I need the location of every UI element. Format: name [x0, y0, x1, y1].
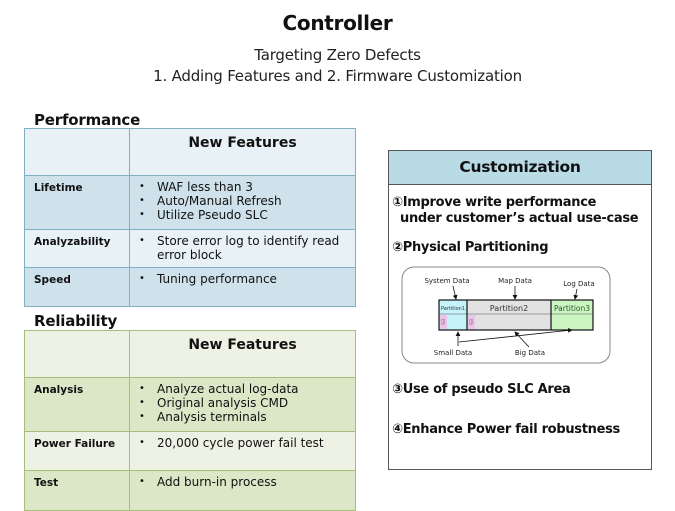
es-tag-text: ES [440, 319, 446, 325]
table-row: Power Failure • 20,000 cycle power fail t… [24, 431, 356, 471]
partition-diagram: ES ES Partition1 Partition2 Partition3 S… [401, 266, 639, 366]
partition-diagram-svg: ES ES Partition1 Partition2 Partition3 S… [401, 266, 611, 364]
customization-title: Customization [389, 151, 651, 185]
partition-2-block [467, 300, 551, 330]
row-label: Power Failure [24, 431, 130, 471]
header-empty-cell [24, 128, 130, 176]
feature-text: Original analysis CMD [157, 396, 289, 410]
feature-item: • Analyze actual log-data [138, 382, 351, 396]
row-label: Test [24, 470, 130, 511]
row-features: • 20,000 cycle power fail test [129, 431, 356, 471]
subtitle-topics: 1. Adding Features and 2. Firmware Custo… [153, 67, 522, 85]
feature-item: • Tuning performance [138, 272, 351, 286]
number-4-icon: ④ [392, 422, 403, 437]
table-header-row: New Features [24, 330, 356, 378]
bullet-icon: • [139, 209, 145, 220]
feature-text: Utilize Pseudo SLC [157, 208, 268, 222]
customization-item-1: ①Improve write performance under custome… [392, 195, 639, 227]
partition-outline [438, 299, 594, 331]
performance-table: New Features Lifetime • WAF less than 3 •… [24, 128, 356, 307]
feature-text: Auto/Manual Refresh [157, 194, 282, 208]
feature-text: Store error log to identify read error b… [157, 234, 340, 262]
reliability-table: New Features Analysis • Analyze actual lo… [24, 330, 356, 511]
feature-item: • WAF less than 3 [138, 180, 351, 194]
row-label: Speed [24, 267, 130, 307]
bullet-icon: • [139, 397, 145, 408]
customization-item-2: ②Physical Partitioning [392, 240, 549, 256]
item-text: Physical Partitioning [402, 240, 549, 255]
bullet-icon: • [139, 235, 145, 246]
partition-2-label: Partition2 [490, 304, 528, 313]
row-label: Lifetime [24, 175, 130, 230]
row-features: • WAF less than 3 • Auto/Manual Refresh • U… [129, 175, 356, 230]
reliability-heading: Reliability [34, 312, 118, 330]
column-header: New Features [129, 330, 356, 378]
number-2-icon: ② [392, 240, 403, 255]
row-label: Analyzability [24, 229, 130, 268]
feature-text: WAF less than 3 [157, 180, 253, 194]
row-features: • Analyze actual log-data • Original analy… [129, 377, 356, 432]
feature-text: Analysis terminals [157, 410, 267, 424]
page-title: Controller [282, 11, 393, 35]
es-tag-text: ES [468, 319, 474, 325]
row-features: • Store error log to identify read error … [129, 229, 356, 268]
arrow-icon [452, 285, 458, 300]
header-empty-cell [24, 330, 130, 378]
row-label: Analysis [24, 377, 130, 432]
customization-item-4: ④Enhance Power fail robustness [392, 422, 620, 438]
customization-item-3: ③Use of pseudo SLC Area [392, 382, 571, 398]
feature-item: • Original analysis CMD [138, 396, 351, 410]
item-text: Use of pseudo SLC Area [402, 382, 571, 397]
number-3-icon: ③ [392, 382, 403, 397]
bullet-icon: • [139, 195, 145, 206]
feature-text: Add burn-in process [157, 475, 277, 489]
bullet-icon: • [139, 383, 145, 394]
feature-text: Tuning performance [157, 272, 277, 286]
partition-1-label: Partition1 [441, 306, 465, 312]
system-data-label: System Data [424, 277, 469, 285]
bullet-icon: • [139, 181, 145, 192]
bullet-icon: • [139, 476, 145, 487]
arrow-icon [573, 288, 579, 300]
feature-item: • Store error log to identify read error … [138, 234, 351, 262]
number-1-icon: ① [392, 195, 403, 210]
small-data-label: Small Data [434, 349, 472, 357]
feature-text: 20,000 cycle power fail test [157, 436, 324, 450]
customization-panel: Customization ①Improve write performance… [388, 150, 652, 470]
item-text: Improve write performance [402, 195, 597, 210]
big-data-label: Big Data [515, 349, 545, 357]
bullet-icon: • [139, 411, 145, 422]
table-row: Test • Add burn-in process [24, 470, 356, 511]
partition-3-label: Partition3 [554, 304, 590, 313]
table-row: Lifetime • WAF less than 3 • Auto/Manual R… [24, 175, 356, 230]
feature-item: • 20,000 cycle power fail test [138, 436, 351, 450]
table-header-row: New Features [24, 128, 356, 176]
column-header: New Features [129, 128, 356, 176]
table-row: Analysis • Analyze actual log-data • Origi… [24, 377, 356, 432]
table-row: Speed • Tuning performance [24, 267, 356, 307]
feature-item: • Analysis terminals [138, 410, 351, 424]
performance-heading: Performance [34, 111, 141, 129]
row-features: • Tuning performance [129, 267, 356, 307]
map-data-label: Map Data [498, 277, 532, 285]
item-text: Enhance Power fail robustness [402, 422, 621, 437]
log-data-label: Log Data [563, 280, 594, 288]
es-tag [468, 315, 475, 329]
feature-text: Analyze actual log-data [157, 382, 299, 396]
es-tag [440, 315, 447, 329]
row-features: • Add burn-in process [129, 470, 356, 511]
bullet-icon: • [139, 273, 145, 284]
arrow-icon [514, 331, 530, 348]
bullet-icon: • [139, 437, 145, 448]
feature-item: • Auto/Manual Refresh [138, 194, 351, 208]
table-row: Analyzability • Store error log to identi… [24, 229, 356, 268]
feature-item: • Utilize Pseudo SLC [138, 208, 351, 222]
item-text-line2: under customer’s actual use-case [400, 211, 639, 226]
feature-item: • Add burn-in process [138, 475, 351, 489]
partition-3-block [551, 300, 593, 330]
subtitle: Targeting Zero Defects [254, 46, 421, 64]
